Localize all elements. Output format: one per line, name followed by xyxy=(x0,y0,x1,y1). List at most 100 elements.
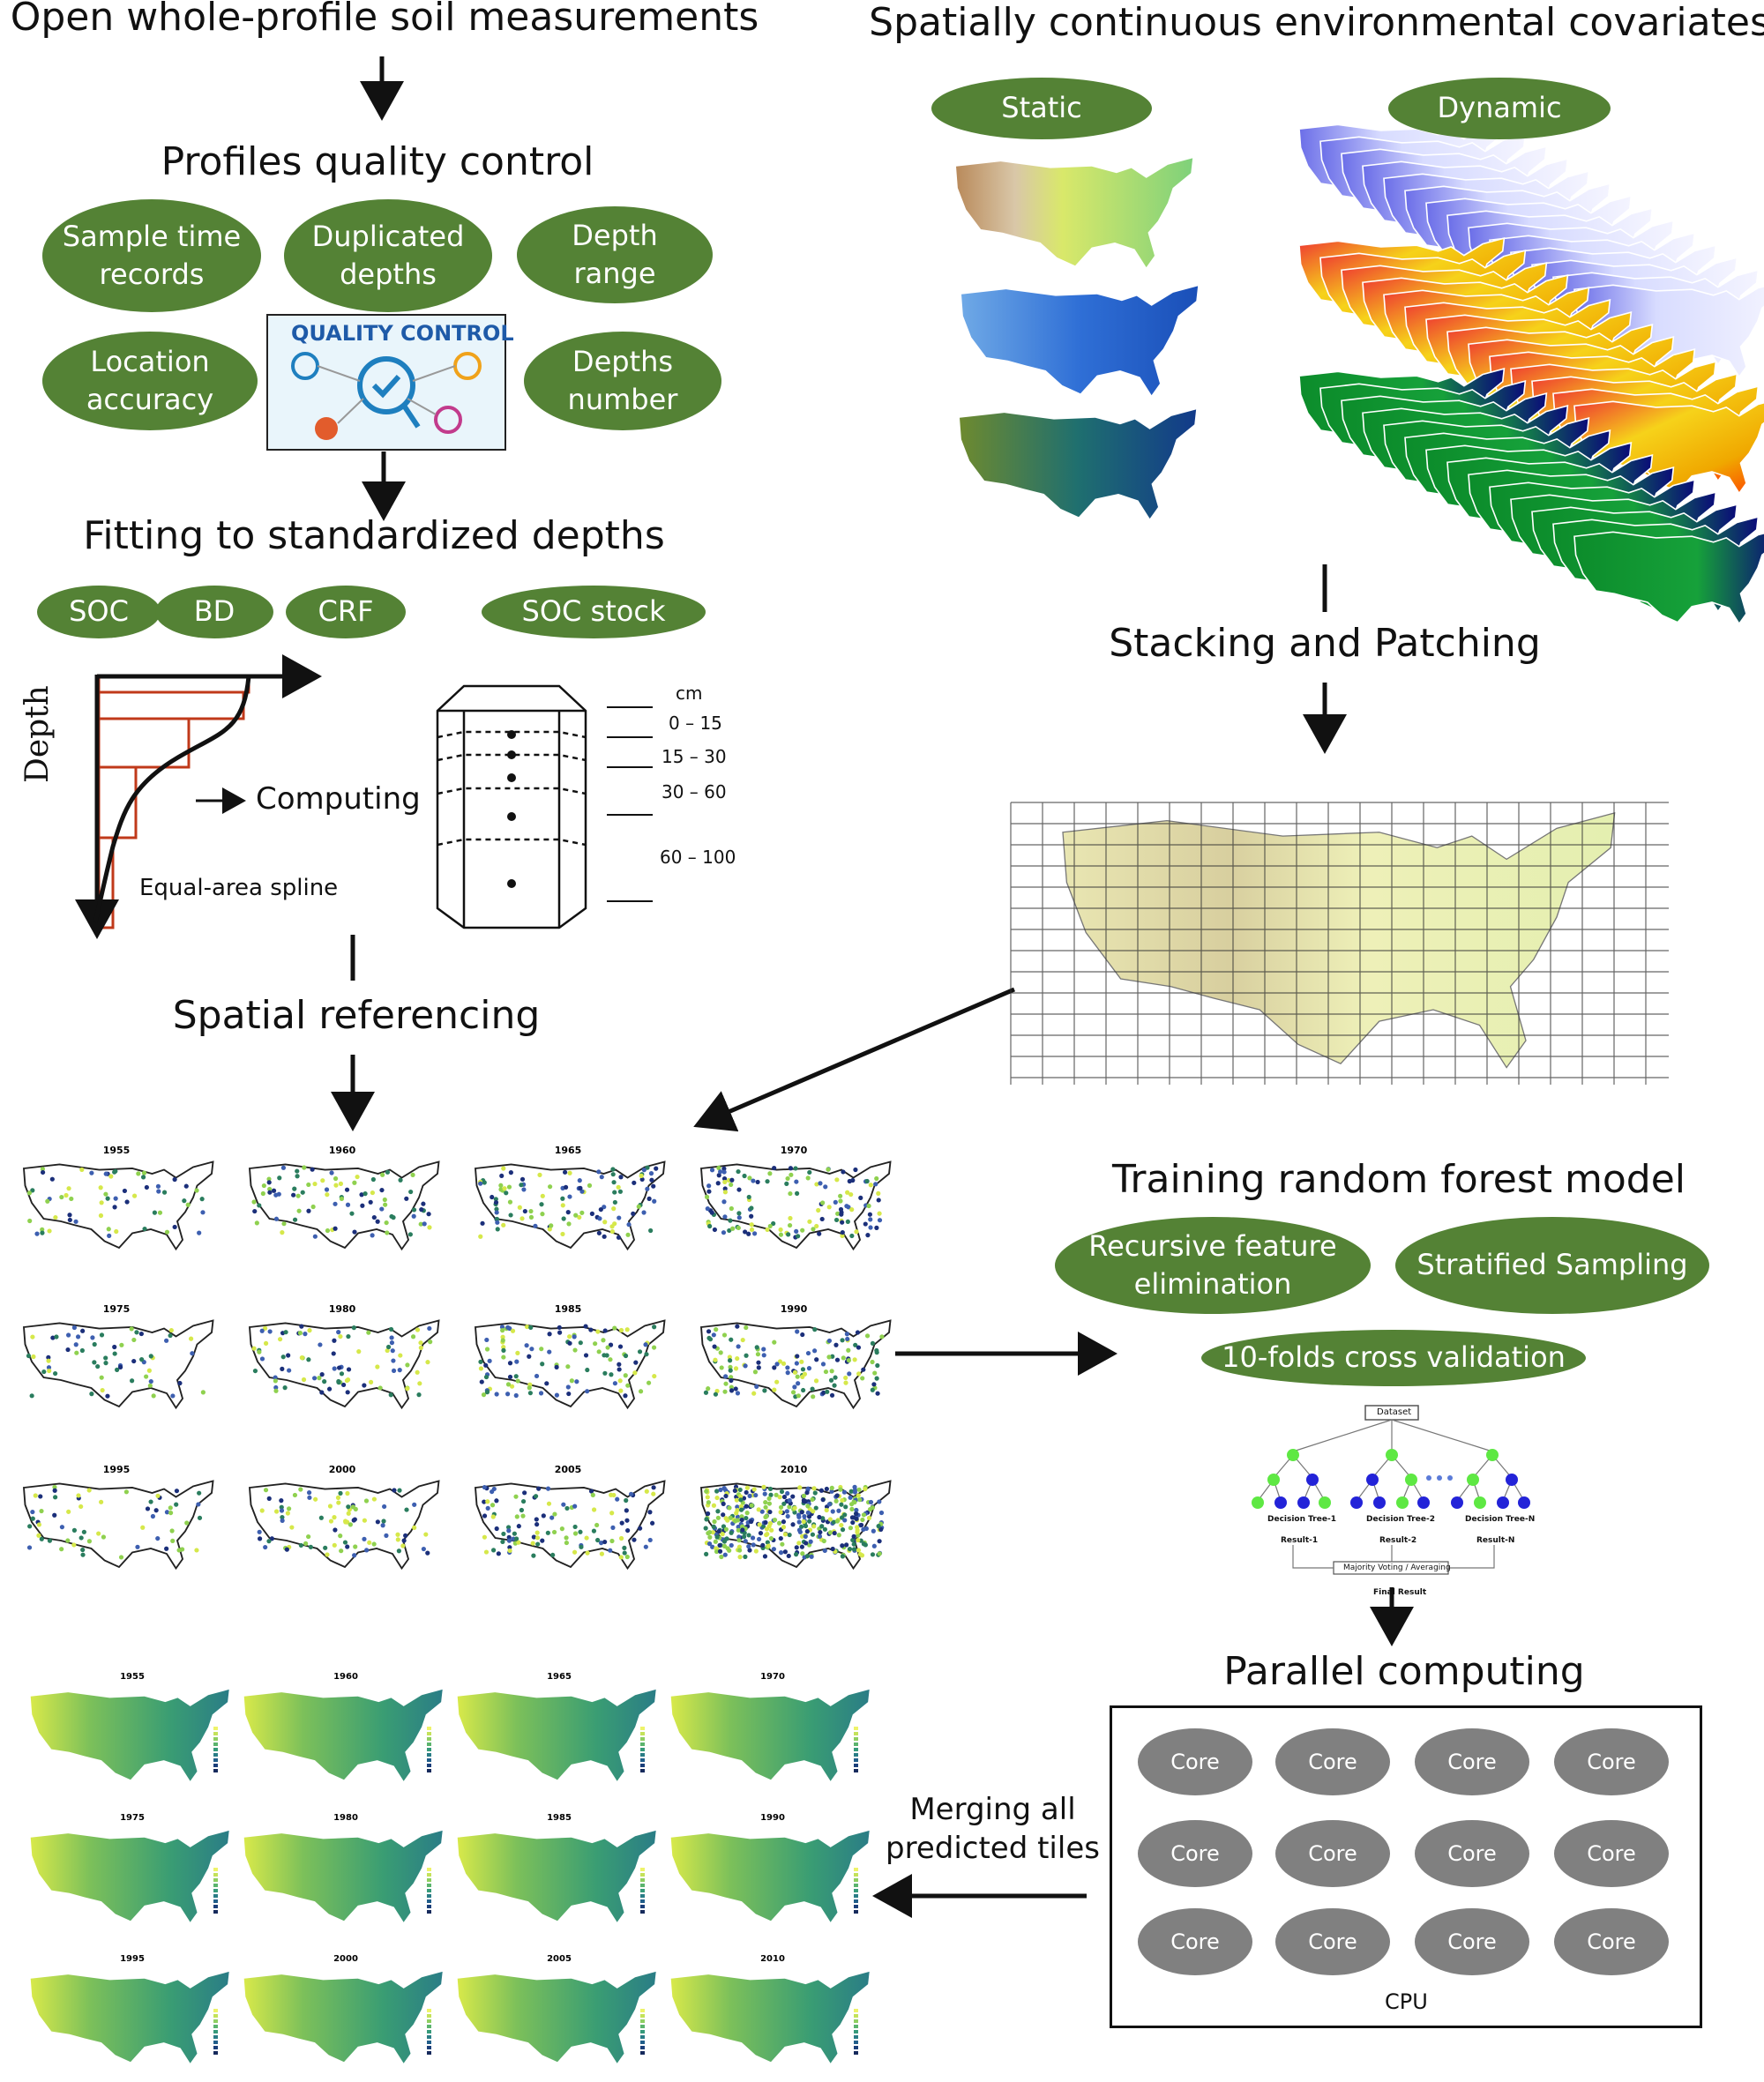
pill-soc: SOC xyxy=(37,586,161,638)
quality-control-badge xyxy=(266,314,506,451)
sample-map-year: 1995 xyxy=(103,1464,131,1475)
title-spatial-referencing: Spatial referencing xyxy=(172,993,541,1038)
sample-map-2000: 2000 xyxy=(249,1464,440,1570)
pill-crf: CRF xyxy=(286,586,406,638)
pill-depths-number: Depths number xyxy=(524,332,721,430)
pill-bd: BD xyxy=(155,586,273,638)
static-covariate-maps xyxy=(956,158,1199,519)
cpu-core: Core xyxy=(1415,1908,1529,1975)
predicted-map-1960: 1960 xyxy=(243,1672,443,1781)
rf-result-2-label: Result-2 xyxy=(1379,1536,1417,1545)
predicted-map-1965: 1965 xyxy=(457,1672,656,1781)
predicted-map-year: 2005 xyxy=(547,1954,572,1964)
title-soil-measurements: Open whole-profile soil measurements xyxy=(10,0,759,40)
sample-map-1990: 1990 xyxy=(700,1303,892,1409)
sample-map-year: 2010 xyxy=(781,1464,808,1475)
patched-covariate-map xyxy=(1010,802,1669,1085)
predicted-map-1970: 1970 xyxy=(670,1672,870,1781)
computing-label: Computing xyxy=(256,781,421,817)
title-quality-control: Profiles quality control xyxy=(161,139,594,184)
pill-stratified-sampling: Stratified Sampling xyxy=(1395,1217,1709,1314)
rf-final-label: Final Result xyxy=(1373,1588,1427,1597)
predicted-map-year: 1970 xyxy=(760,1672,785,1682)
pill-static: Static xyxy=(931,78,1152,139)
pill-sample-time-records: Sample time records xyxy=(42,199,261,312)
spline-chart xyxy=(75,654,322,939)
rf-aggregation-label: Majority Voting / Averaging xyxy=(1343,1563,1451,1572)
sample-map-year: 1975 xyxy=(103,1303,131,1315)
sample-map-year: 2000 xyxy=(329,1464,356,1475)
spline-label: Equal-area spline xyxy=(139,875,339,901)
cpu-core: Core xyxy=(1415,1820,1529,1887)
sample-map-year: 1985 xyxy=(555,1303,582,1315)
depth-interval-0-15: 0 – 15 xyxy=(669,713,722,734)
pill-soc-stock: SOC stock xyxy=(482,586,706,638)
rf-result-1-label: Result-1 xyxy=(1281,1536,1319,1545)
sample-map-1965: 1965 xyxy=(475,1145,666,1250)
predicted-map-year: 2000 xyxy=(333,1954,358,1964)
cpu-core: Core xyxy=(1275,1908,1390,1975)
predicted-map-year: 1980 xyxy=(333,1813,358,1823)
rf-tree-n-label: Decision Tree-N xyxy=(1465,1515,1536,1524)
predicted-map-year: 1995 xyxy=(120,1954,145,1964)
depth-unit-label: cm xyxy=(676,683,703,704)
sample-map-year: 1990 xyxy=(781,1303,808,1315)
soil-column xyxy=(436,684,653,929)
sample-map-2010: 2010 xyxy=(700,1464,892,1570)
sample-map-year: 1960 xyxy=(329,1145,356,1156)
depth-axis-label: Depth xyxy=(19,685,56,783)
predicted-map-1985: 1985 xyxy=(457,1813,656,1922)
pill-depth-range: Depth range xyxy=(517,206,713,303)
title-covariates: Spatially continuous environmental covar… xyxy=(869,0,1764,45)
sample-map-year: 1955 xyxy=(103,1145,131,1156)
predicted-map-year: 1960 xyxy=(333,1672,358,1682)
cpu-core: Core xyxy=(1138,1820,1252,1887)
cpu-core: Core xyxy=(1554,1728,1669,1795)
sample-map-year: 2005 xyxy=(555,1464,582,1475)
sample-map-1985: 1985 xyxy=(475,1303,666,1409)
cpu-core: Core xyxy=(1554,1820,1669,1887)
title-stacking-patching: Stacking and Patching xyxy=(1109,621,1541,666)
sample-map-1960: 1960 xyxy=(249,1145,440,1250)
predicted-map-year: 1985 xyxy=(547,1813,572,1823)
predicted-map-1995: 1995 xyxy=(30,1954,229,2063)
predicted-map-2005: 2005 xyxy=(457,1954,656,2063)
flow-arrows-left xyxy=(331,56,1414,1918)
sample-map-1975: 1975 xyxy=(23,1303,214,1409)
depth-interval-30-60: 30 – 60 xyxy=(662,781,727,802)
predicted-map-2000: 2000 xyxy=(243,1954,443,2063)
predicted-map-year: 1965 xyxy=(547,1672,572,1682)
sample-map-1995: 1995 xyxy=(23,1464,214,1570)
pill-cross-validation: 10-folds cross validation xyxy=(1201,1330,1586,1386)
depth-interval-15-30: 15 – 30 xyxy=(662,746,727,767)
sample-map-2005: 2005 xyxy=(475,1464,666,1570)
rf-dataset-label: Dataset xyxy=(1377,1407,1412,1417)
title-parallel-computing: Parallel computing xyxy=(1223,1649,1585,1694)
pill-recursive-feature-elimination: Recursive feature elimination xyxy=(1055,1217,1371,1314)
predicted-map-1980: 1980 xyxy=(243,1813,443,1922)
predicted-map-1955: 1955 xyxy=(30,1672,229,1781)
predicted-map-2010: 2010 xyxy=(670,1954,870,2063)
sample-map-1970: 1970 xyxy=(700,1145,892,1250)
title-training-rf: Training random forest model xyxy=(1111,1157,1686,1202)
rf-tree-1-label: Decision Tree-1 xyxy=(1267,1515,1336,1524)
predicted-map-year: 1990 xyxy=(760,1813,785,1823)
sample-map-1955: 1955 xyxy=(23,1145,214,1250)
rf-tree-2-label: Decision Tree-2 xyxy=(1366,1515,1435,1524)
random-forest-diagram xyxy=(1252,1405,1530,1575)
cpu-box xyxy=(1110,1705,1702,2028)
cpu-core: Core xyxy=(1275,1728,1390,1795)
cpu-core: Core xyxy=(1138,1728,1252,1795)
title-fitting-depths: Fitting to standardized depths xyxy=(83,513,665,558)
sample-map-year: 1970 xyxy=(781,1145,808,1156)
cpu-core: Core xyxy=(1275,1820,1390,1887)
predicted-map-year: 1955 xyxy=(120,1672,145,1682)
rf-result-n-label: Result-N xyxy=(1476,1536,1515,1545)
predicted-map-year: 2010 xyxy=(760,1954,785,1964)
merge-label: Merging all predicted tiles xyxy=(886,1792,1100,1867)
predicted-map-1990: 1990 xyxy=(670,1813,870,1922)
pill-duplicated-depths: Duplicated depths xyxy=(284,199,492,312)
sample-map-year: 1965 xyxy=(555,1145,582,1156)
